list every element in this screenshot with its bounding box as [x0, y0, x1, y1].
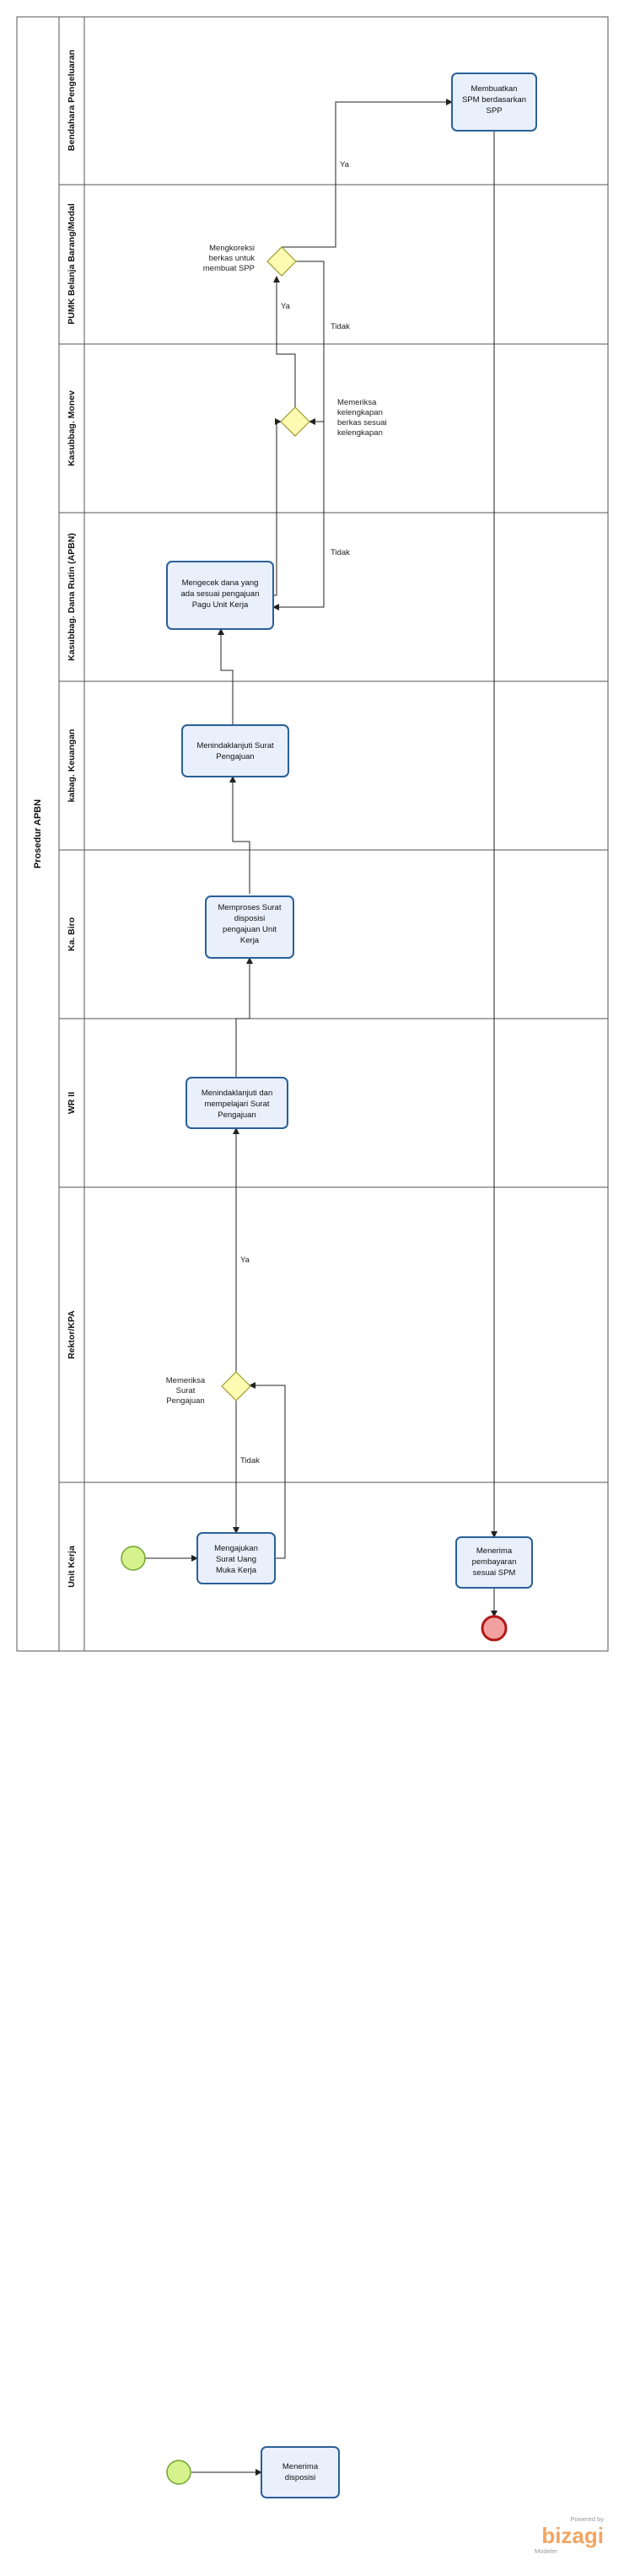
flow-wr2-to-kabiro	[235, 957, 253, 1103]
label-ya-spm: Ya	[340, 160, 350, 169]
task-membuatkan-spm[interactable]: Membuatkan SPM berdasarkan SPP	[451, 73, 537, 132]
flow-kabiro-to-kabag	[229, 776, 250, 894]
svg-text:SPM berdasarkan: SPM berdasarkan	[462, 95, 526, 105]
svg-text:sesuai SPM: sesuai SPM	[473, 1568, 516, 1578]
label-tidak-monev: Tidak	[331, 548, 350, 557]
svg-text:Modeler: Modeler	[535, 2547, 558, 2555]
flow-pumk-tidak	[272, 261, 325, 610]
label-ya-rektor: Ya	[240, 1256, 250, 1265]
svg-text:SPP: SPP	[486, 106, 502, 116]
svg-text:pembayaran: pembayaran	[472, 1557, 517, 1567]
svg-text:kelengkapan: kelengkapan	[337, 408, 383, 417]
lane-label-rektor: Rektor/KPA	[67, 1310, 77, 1359]
flow-kabag-to-mengecek	[218, 628, 234, 725]
task-kabag-menindaklanjuti[interactable]: Menindaklanjuti Surat Pengajuan	[181, 724, 289, 777]
svg-text:Menerima: Menerima	[282, 2462, 319, 2471]
svg-text:berkas sesuai: berkas sesuai	[337, 418, 387, 428]
start-event[interactable]	[121, 1546, 146, 1571]
svg-text:Menindaklanjuti dan: Menindaklanjuti dan	[202, 1089, 273, 1098]
label-tidak-rektor: Tidak	[240, 1456, 260, 1465]
lane-label-kabag-keuangan: kabag. Keuangan	[67, 729, 77, 803]
flow-monev-ya	[273, 276, 296, 407]
svg-text:Pengajuan: Pengajuan	[166, 1396, 204, 1406]
lanes: Bendahara Pengeluaran PUMK Belanja Baran…	[59, 50, 608, 1588]
sequence-flows	[140, 99, 498, 2476]
svg-text:kelengkapan: kelengkapan	[337, 428, 383, 438]
label-ya-monev: Ya	[281, 302, 291, 311]
lane-label-pumk: PUMK Belanja Barang/Modal	[67, 203, 77, 325]
lane-label-bendahara: Bendahara Pengeluaran	[67, 50, 77, 151]
svg-text:Powered by: Powered by	[570, 2515, 604, 2523]
lane-label-ka-biro: Ka. Biro	[67, 917, 77, 951]
svg-text:Membuatkan: Membuatkan	[471, 84, 518, 94]
svg-text:Pengajuan: Pengajuan	[218, 1111, 256, 1120]
svg-text:ada sesuai pengajuan: ada sesuai pengajuan	[181, 589, 260, 599]
svg-text:disposisi: disposisi	[234, 914, 265, 923]
bizagi-logo: Powered by bizagi Modeler	[535, 2515, 604, 2555]
svg-text:membuat SPP: membuat SPP	[203, 264, 255, 273]
svg-text:Muka Kerja: Muka Kerja	[216, 1566, 257, 1575]
end-event[interactable]	[481, 1615, 508, 1642]
task-mengajukan-surat[interactable]: Mengajukan Surat Uang Muka Kerja	[196, 1532, 276, 1584]
lane-label-monev: Kasubbag. Monev	[67, 390, 77, 466]
svg-text:mempelajari Surat: mempelajari Surat	[204, 1100, 269, 1109]
svg-text:Memeriksa: Memeriksa	[337, 398, 377, 407]
svg-text:pengajuan Unit: pengajuan Unit	[223, 925, 277, 934]
svg-text:Memeriksa: Memeriksa	[166, 1376, 206, 1385]
svg-text:Menerima: Menerima	[476, 1546, 513, 1556]
svg-text:bizagi: bizagi	[541, 2523, 604, 2548]
task-mengecek-dana[interactable]: Mengecek dana yang ada sesuai pengajuan …	[166, 561, 274, 630]
flow-mengecek-to-monev	[273, 418, 282, 596]
lane-label-wr2: WR II	[67, 1092, 77, 1114]
lane-label-unit-kerja: Unit Kerja	[67, 1546, 77, 1588]
lane-label-dana-rutin: Kasubbag. Dana Rutin (APBN)	[67, 533, 77, 661]
pool: Prosedur APBN	[16, 16, 609, 1652]
svg-text:disposisi: disposisi	[285, 2473, 315, 2482]
flow-pumk-ya	[282, 99, 453, 248]
flow-mengajukan-to-gateway	[249, 1382, 286, 1559]
svg-text:berkas untuk: berkas untuk	[209, 254, 256, 263]
gateway-pumk[interactable]	[266, 246, 297, 277]
svg-text:Surat: Surat	[176, 1386, 196, 1396]
svg-text:Mengkoreksi: Mengkoreksi	[209, 244, 255, 253]
task-kabiro-memproses[interactable]: Memproses Surat disposisi pengajuan Unit…	[205, 895, 294, 959]
label-tidak-pumk: Tidak	[331, 322, 350, 331]
svg-text:Pagu Unit Kerja: Pagu Unit Kerja	[192, 600, 249, 610]
gateway-monev-text: Memeriksa kelengkapan berkas sesuai kele…	[337, 398, 387, 438]
svg-text:Kerja: Kerja	[240, 936, 260, 945]
task-menerima-pembayaran[interactable]: Menerima pembayaran sesuai SPM	[455, 1536, 533, 1589]
gateway-rektor[interactable]	[221, 1371, 251, 1401]
svg-text:Surat Uang: Surat Uang	[216, 1555, 256, 1564]
start-event-disposisi[interactable]	[166, 2460, 191, 2485]
svg-text:Pengajuan: Pengajuan	[216, 752, 254, 761]
gateway-monev[interactable]	[280, 406, 310, 437]
gateway-pumk-text: Mengkoreksi berkas untuk membuat SPP	[203, 244, 255, 273]
task-menerima-disposisi[interactable]: Menerima disposisi	[261, 2446, 340, 2498]
pool-label: Prosedur APBN	[33, 799, 43, 869]
svg-text:Memproses Surat: Memproses Surat	[218, 903, 282, 912]
gateway-rektor-text: Memeriksa Surat Pengajuan	[166, 1376, 206, 1406]
svg-text:Mengecek dana yang: Mengecek dana yang	[182, 578, 259, 588]
svg-text:Mengajukan: Mengajukan	[214, 1544, 258, 1553]
svg-text:Menindaklanjuti Surat: Menindaklanjuti Surat	[196, 741, 274, 750]
task-wr2-menindaklanjuti[interactable]: Menindaklanjuti dan mempelajari Surat Pe…	[186, 1077, 288, 1129]
flow-labels: Ya Ya Tidak Tidak Ya Tidak	[240, 160, 350, 1465]
